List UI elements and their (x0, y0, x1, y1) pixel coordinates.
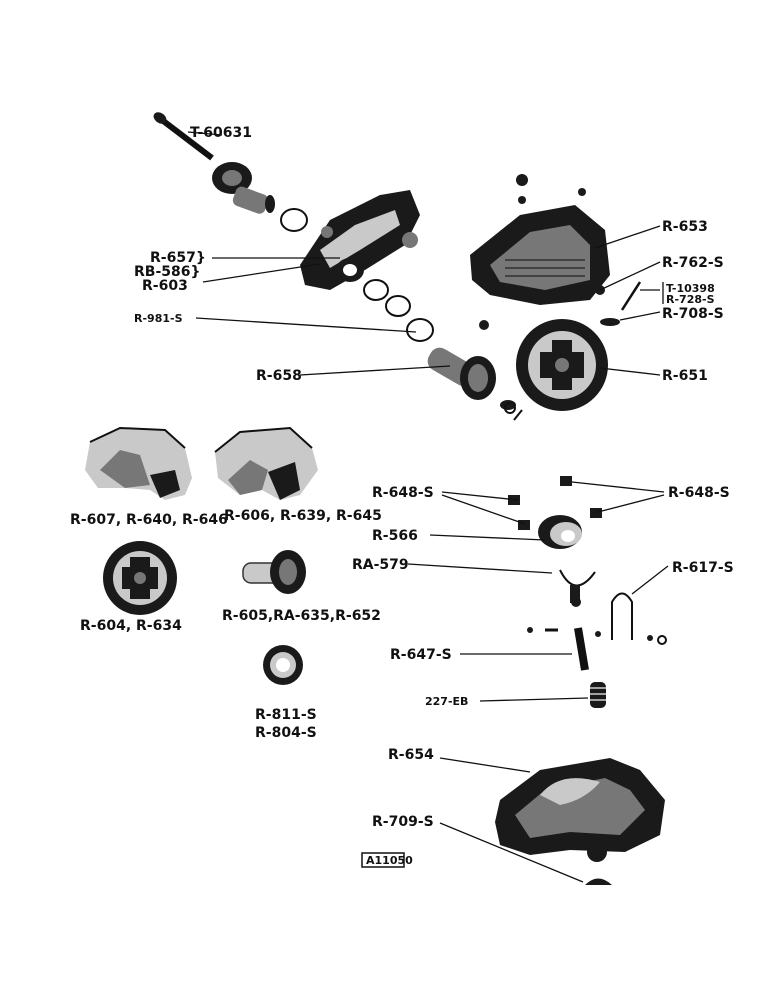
label-r607-group: R-607, R-640, R-646 (70, 512, 228, 528)
washer-r981s-upper (280, 208, 308, 232)
label-ra579: RA-579 (352, 557, 409, 573)
washer-stack-r981s (363, 279, 434, 342)
label-rb586: RB-586} (134, 264, 200, 280)
housing-r654 (495, 758, 665, 862)
key-r708s (600, 318, 620, 326)
housing-r606 (214, 426, 318, 500)
ring-gear-r651 (516, 319, 608, 411)
cover-r653 (470, 174, 610, 330)
label-r653: R-653 (662, 219, 708, 235)
label-r648s-left: R-648-S (372, 485, 434, 501)
label-r606-group: R-606, R-639, R-645 (224, 508, 382, 524)
bolt-t60631 (153, 112, 214, 161)
label-r658: R-658 (256, 368, 302, 384)
label-r981s: R-981-S (134, 312, 183, 325)
figure-code: A11050 (361, 852, 413, 868)
pinion-r605 (242, 550, 306, 594)
spring-227eb (590, 682, 606, 708)
label-r708s: R-708-S (662, 306, 724, 322)
label-t60631: T-60631 (190, 125, 252, 141)
figure-code-text: A11050 (366, 854, 413, 867)
label-r603: R-603 (142, 278, 188, 294)
label-r647s: R-647-S (390, 647, 452, 663)
key-r709s (585, 878, 612, 885)
label-r709s: R-709-S (372, 814, 434, 830)
collar-r566 (538, 515, 582, 549)
nut-hardware (504, 402, 523, 421)
gear-r604 (103, 541, 177, 615)
housing-r607 (85, 426, 192, 500)
bearing-r657 (212, 162, 275, 214)
label-r804s: R-804-S (255, 725, 317, 741)
label-r762s: R-762-S (662, 255, 724, 271)
fork-ra579 (559, 569, 596, 607)
housing-r603 (300, 190, 420, 290)
label-r566: R-566 (372, 528, 418, 544)
label-r617s: R-617-S (672, 560, 734, 576)
label-t10398: T-10398 (666, 282, 715, 295)
clip-r617s (611, 592, 667, 645)
label-r728s: R-728-S (666, 293, 715, 306)
pin-t10398 (620, 281, 642, 311)
label-r651: R-651 (662, 368, 708, 384)
label-r604-group: R-604, R-634 (80, 618, 182, 634)
rod-r647s (527, 627, 601, 671)
label-r811s: R-811-S (255, 707, 317, 723)
leader-lines (187, 131, 669, 883)
pinion-r658 (427, 347, 516, 410)
label-r654: R-654 (388, 747, 434, 763)
label-r657: R-657} (150, 250, 206, 266)
label-r605-group: R-605,RA-635,R-652 (222, 608, 381, 624)
label-r648s-right: R-648-S (668, 485, 730, 501)
label-227eb: 227-EB (425, 695, 468, 708)
seal-r811s (263, 645, 303, 685)
